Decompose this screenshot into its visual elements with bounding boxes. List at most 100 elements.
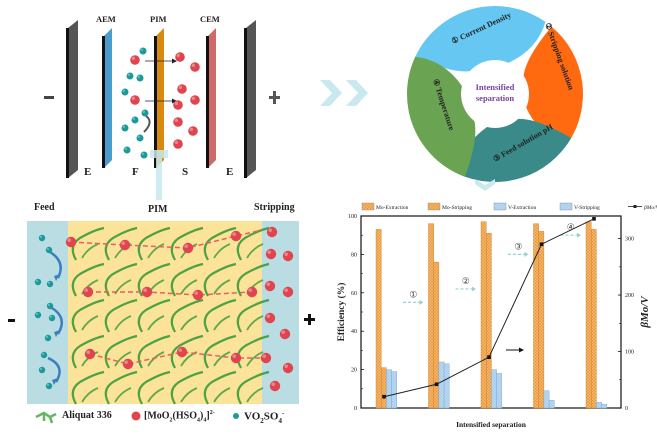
molybdenum-ion: [176, 346, 188, 358]
legend-aliquat-label: Aliquat 336: [62, 410, 112, 421]
legend-label: V-Stripping: [574, 205, 600, 211]
reflect-arrow: [143, 115, 151, 133]
step-label: ②: [462, 276, 470, 286]
molybdenum-ion: [119, 239, 131, 251]
molybdenum-ion: [282, 362, 294, 374]
bar-mo-extraction: [428, 223, 434, 409]
molybdenum-ion: [269, 380, 281, 392]
beta-point: [539, 242, 544, 247]
legend-v-label: VO2SO4-: [244, 409, 285, 425]
cell-svg: [44, 20, 280, 200]
minus-sign-icon: [44, 96, 54, 99]
molybdenum-ion: [282, 286, 294, 298]
molybdenum-ion: [130, 55, 140, 65]
cycle-svg: Intensified separation ① Current Density…: [407, 5, 583, 182]
bar-v-stripping: [548, 400, 555, 409]
electrodialysis-cell-diagram: AEM PIM CEM E F S E: [0, 0, 330, 200]
y2-tick-label: 300: [625, 237, 634, 243]
bar-v-stripping: [496, 373, 503, 409]
legend-label: Mo-Stripping: [442, 205, 472, 211]
vanadium-ion: [38, 234, 46, 242]
optimization-cycle-diagram: Intensified separation ① Current Density…: [395, 0, 595, 200]
minus-sign-icon: [8, 319, 15, 322]
transport-path: [89, 351, 264, 365]
legend-swatch: [361, 202, 375, 211]
molybdenum-ion: [192, 289, 204, 301]
bar-v-extraction: [543, 390, 550, 409]
molybdenum-ion: [230, 352, 242, 364]
aem-membrane: [102, 28, 112, 168]
molybdenum-ion: [122, 358, 134, 370]
beta-point: [434, 382, 439, 387]
rejection-arrow: [47, 356, 61, 383]
pim-membrane: [154, 28, 164, 168]
vanadium-ion: [40, 351, 48, 359]
molybdenum-ion: [246, 286, 258, 298]
bar-mo-extraction: [585, 221, 592, 409]
molybdenum-ion: [175, 52, 185, 62]
beta-point: [592, 217, 596, 221]
molybdenum-ion: [266, 226, 278, 238]
vanadium-ion: [46, 302, 54, 310]
transport-paths: [70, 229, 264, 365]
molybdenum-ion: [82, 286, 94, 298]
bar-mo-stripping: [538, 231, 545, 409]
plus-sign-icon: [304, 314, 315, 325]
vanadium-ion: [38, 366, 46, 374]
bar-mo-stripping: [485, 233, 492, 409]
bar-v-stripping: [601, 403, 608, 409]
vanadium-ion: [44, 334, 52, 342]
legend-label: Mo-Extraction: [376, 205, 409, 211]
cycle-center: [463, 62, 527, 126]
cell-particles: [121, 47, 200, 159]
bar-mo-stripping: [433, 261, 440, 409]
molybdenum-ion: [173, 100, 183, 110]
mechanism-particles: [34, 226, 294, 392]
chevron-down-icon: [475, 179, 495, 191]
aem-label: AEM: [96, 14, 116, 24]
molybdenum-ion: [264, 312, 276, 324]
step-label: ④: [567, 222, 575, 232]
beta-point: [382, 394, 386, 399]
legend-mo-icon: [131, 411, 141, 421]
molybdenum-ion: [190, 62, 200, 72]
vanadium-ion: [34, 278, 42, 286]
cycle-segment: [415, 5, 546, 72]
pim-transport-mechanism: Feed PIM Stripping Aliquat 336 [MoO2(HSO…: [0, 200, 330, 436]
vanadium-ion: [34, 311, 42, 319]
compartment-s: S: [182, 166, 189, 178]
vanadium-ion: [131, 116, 139, 124]
vanadium-ion: [48, 314, 56, 322]
bar-v-stripping: [443, 363, 450, 409]
molybdenum-ion: [182, 242, 194, 254]
legend-aliquat-icon: [35, 411, 57, 424]
cycle-segment: [407, 56, 476, 177]
y2-tick-label: 100: [625, 350, 634, 356]
bar-v-extraction: [596, 402, 602, 409]
bar-mo-stripping: [591, 229, 597, 409]
right-electrode: [244, 20, 256, 178]
y-tick-label: 40: [351, 329, 357, 335]
y-tick-label: 100: [348, 214, 357, 220]
cycle-center-line2: separation: [476, 93, 515, 103]
bar-v-stripping: [391, 371, 397, 409]
chevron-right-icon: [320, 80, 368, 106]
down-arrow-shape: [150, 150, 168, 200]
step-label: ③: [514, 241, 522, 251]
cem-membrane: [206, 28, 216, 168]
compartment-e-right: E: [226, 166, 234, 178]
molybdenum-ion: [260, 352, 272, 364]
left-electrode: [66, 20, 78, 178]
legend-v-icon: [233, 413, 239, 419]
bar-mo-stripping: [381, 367, 387, 409]
bar-v-extraction: [438, 361, 445, 409]
molybdenum-ion: [265, 248, 277, 260]
vanadium-ion: [140, 151, 148, 159]
cycle-segment: [457, 118, 572, 182]
y-tick-label: 20: [351, 368, 357, 374]
molybdenum-ion: [230, 230, 242, 242]
y-tick-label: 0: [354, 406, 357, 412]
vanadium-ion: [139, 47, 147, 55]
